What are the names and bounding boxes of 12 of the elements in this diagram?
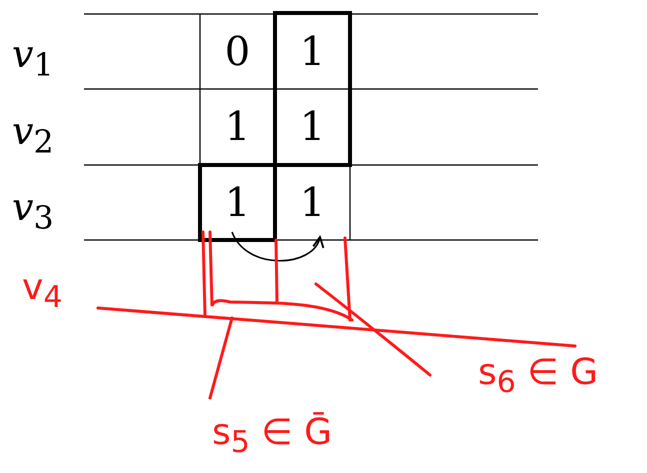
- cell-value: 1: [224, 182, 250, 222]
- cell-value: 1: [300, 182, 326, 222]
- cell-value: 1: [300, 106, 326, 146]
- cell-value: 0: [224, 32, 250, 72]
- handwritten-label: s$_{6}$ ∈ G: [478, 355, 598, 398]
- handwritten-label: v$_{4}$: [22, 270, 62, 314]
- row-label: v$_{2}$: [12, 112, 54, 160]
- curved-arrow: [231, 232, 322, 262]
- row-label: v$_{3}$: [12, 188, 54, 236]
- row-label: v$_{1}$: [12, 35, 54, 82]
- cell-value: 1: [300, 32, 326, 72]
- cell-value: 1: [224, 106, 250, 146]
